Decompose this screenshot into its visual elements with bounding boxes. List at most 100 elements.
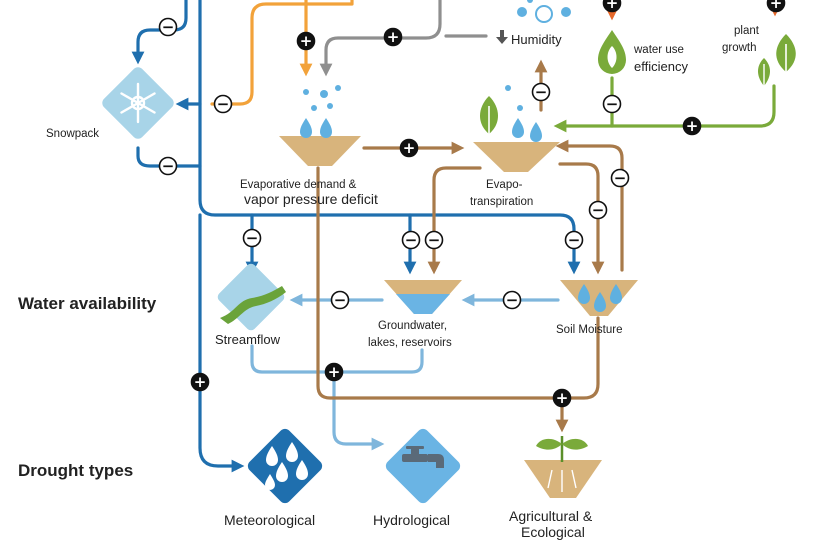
precip-trunk [198,0,581,275]
minus-badge: − [242,228,262,248]
trunk-to-meteorological [198,213,245,473]
section-drought-types: Drought types [18,461,133,480]
faucet-icon [402,446,444,468]
plant-growth-to-et [553,84,776,133]
plus-badge: + [383,27,403,47]
minus-badge: − [564,230,584,250]
label-meteorological: Meteorological [224,512,315,528]
humidity-arrow-icon [496,30,508,44]
plant-growth-node [758,34,796,86]
minus-badge: − [531,82,551,102]
section-water-availability: Water availability [18,294,157,313]
groundwater-node [384,280,462,314]
soil-to-agri [555,316,600,433]
water-use-efficiency-node [598,30,626,74]
svg-text:+: + [606,0,619,12]
minus-badge: − [602,94,622,114]
water-drop-icon [578,284,622,312]
humidity-to-evap [319,0,442,77]
minus-badge: − [330,290,350,310]
label-humidity: Humidity [511,32,562,47]
label-water-use: water use [633,44,684,56]
hydrological-node [385,428,461,504]
plus-badge: + [766,0,786,13]
label-soil-moisture: Soil Moisture [556,324,622,336]
svg-text:+: + [300,32,313,50]
label-snowpack: Snowpack [46,128,99,140]
et-to-soil [558,162,605,275]
water-drop-icon [505,85,542,142]
svg-text:−: − [405,231,418,249]
label-agricultural-1: Agricultural & [509,508,593,524]
snowpack-to-trunk [136,146,202,168]
svg-text:+: + [328,363,341,381]
svg-text:+: + [194,373,207,391]
label-agricultural-2: Ecological [521,524,585,540]
label-plant: plant [734,25,760,37]
label-evap-demand-1: Evaporative demand & [240,179,357,191]
water-drop-icon [300,85,341,138]
merge-to-hydrological [332,370,385,451]
meteorological-node [247,428,323,504]
leaf-icon [607,46,617,68]
plus-badge: + [602,0,622,13]
sign-badges: −−−++++−−++−−−−−−−−+++ [158,0,786,408]
svg-text:−: − [334,291,347,309]
svg-text:+: + [686,117,699,135]
plus-badge: + [296,31,316,51]
label-et-1: Evapo- [486,179,523,191]
svg-text:−: − [535,83,548,101]
evapotranspiration-node [473,85,560,172]
svg-text:−: − [568,231,581,249]
svg-text:−: − [592,201,605,219]
evap-to-agri [316,166,562,400]
humidity-dots-icon [517,0,571,23]
temp-to-evap [210,0,354,106]
svg-text:−: − [162,157,175,175]
evaporative-demand-node [279,85,361,166]
minus-badge: − [213,94,233,114]
plus-badge: + [682,116,702,136]
minus-badge: − [502,290,522,310]
agricultural-node [524,436,602,498]
plus-badge: + [190,372,210,392]
label-groundwater-1: Groundwater, [378,320,447,332]
minus-badge: − [401,230,421,250]
minus-badge: − [158,156,178,176]
label-et-2: transpiration [470,196,533,208]
plus-badge: + [399,138,419,158]
snowpack-node [102,67,174,139]
et-to-groundwater [427,166,482,275]
minus-badge: − [610,168,630,188]
svg-text:−: − [614,169,627,187]
minus-badge: − [424,230,444,250]
svg-text:−: − [162,18,175,36]
plus-badge: + [552,388,572,408]
svg-text:+: + [403,139,416,157]
svg-text:+: + [556,389,569,407]
label-evap-demand-2: vapor pressure deficit [244,191,378,207]
label-efficiency: efficiency [634,59,688,74]
label-streamflow: Streamflow [215,332,281,347]
label-growth: growth [722,42,757,54]
label-hydrological: Hydrological [373,512,450,528]
svg-text:−: − [606,95,619,113]
svg-text:+: + [387,28,400,46]
rain-icon [265,442,308,490]
streamflow-node [217,263,286,331]
stream-icon [220,286,286,324]
label-groundwater-2: lakes, reservoirs [368,337,452,349]
soil-moisture-node [560,280,638,316]
seedling-icon [536,436,588,492]
svg-text:−: − [246,229,259,247]
soil-to-et [555,139,624,272]
minus-badge: − [158,17,178,37]
plus-badge: + [324,362,344,382]
svg-text:−: − [217,95,230,113]
svg-text:+: + [770,0,783,12]
snowflake-icon [120,82,156,124]
svg-text:−: − [428,231,441,249]
minus-badge: − [588,200,608,220]
svg-text:−: − [506,291,519,309]
